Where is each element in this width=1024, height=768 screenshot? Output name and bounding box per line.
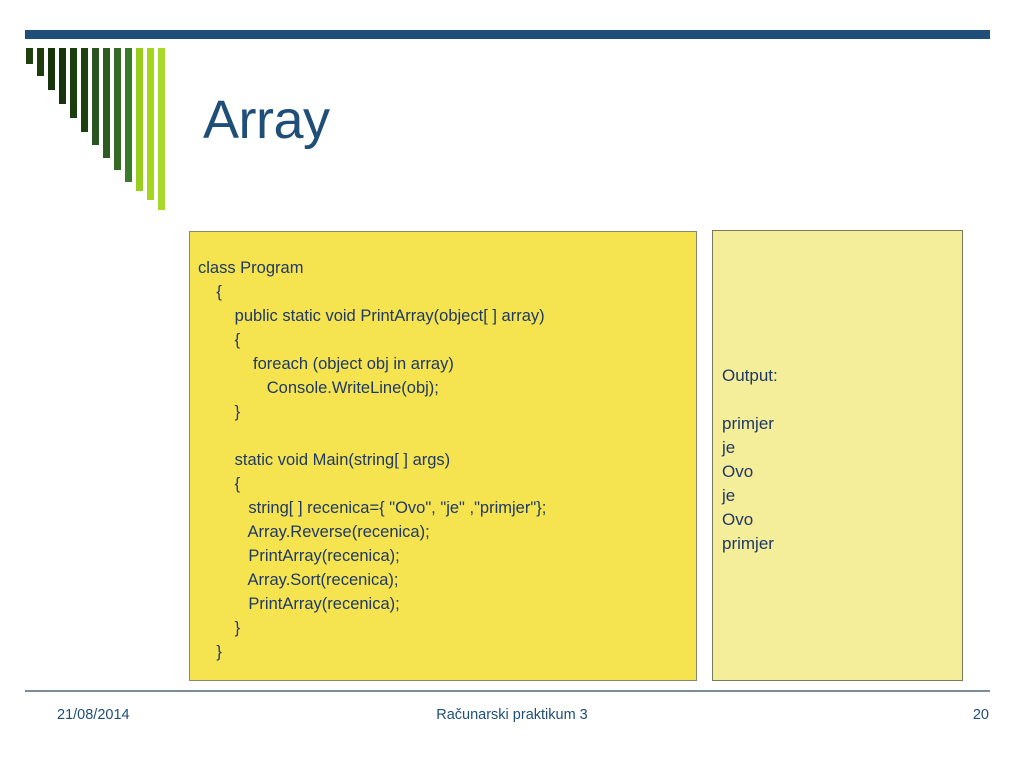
decorative-bar: [48, 48, 55, 90]
output-line: je: [722, 486, 736, 505]
decorative-bar: [158, 48, 165, 210]
decorative-bar: [125, 48, 132, 182]
decorative-bar: [103, 48, 110, 158]
decorative-bars-graphic: [26, 48, 176, 213]
code-line: {: [198, 283, 222, 301]
footer-date: 21/08/2014: [57, 707, 130, 723]
code-line: Console.WriteLine(obj);: [198, 379, 439, 397]
code-line: string[ ] recenica={ "Ovo", "je" ,"primj…: [198, 499, 547, 517]
page-title: Array: [203, 90, 330, 150]
code-line: public static void PrintArray(object[ ] …: [198, 307, 545, 325]
code-line: PrintArray(recenica);: [198, 595, 400, 613]
code-line: Array.Reverse(recenica);: [198, 523, 430, 541]
code-line: static void Main(string[ ] args): [198, 451, 451, 469]
output-line: Ovo: [722, 510, 754, 529]
output-line: primjer: [722, 414, 774, 433]
output-line: primjer: [722, 534, 774, 553]
code-line: class Program: [198, 259, 304, 277]
code-line: {: [198, 475, 241, 493]
code-panel: class Program { public static void Print…: [189, 231, 697, 681]
decorative-bar: [59, 48, 66, 104]
decorative-bar: [92, 48, 99, 145]
footer-page-number: 20: [972, 707, 989, 723]
decorative-bar: [70, 48, 77, 118]
output-line: Ovo: [722, 462, 754, 481]
header-accent-rule: [25, 30, 990, 39]
decorative-bar: [37, 48, 44, 76]
decorative-bar: [114, 48, 121, 170]
output-line: je: [722, 438, 736, 457]
code-line: Array.Sort(recenica);: [198, 571, 399, 589]
decorative-bar: [136, 48, 143, 191]
code-line: }: [198, 619, 241, 637]
code-block: class Program { public static void Print…: [198, 256, 692, 664]
code-line: {: [198, 331, 241, 349]
decorative-bar: [147, 48, 154, 200]
footer-course-name: Računarski praktikum 3: [436, 707, 588, 723]
code-line: }: [198, 643, 222, 661]
decorative-bar: [26, 48, 33, 64]
decorative-bar: [81, 48, 88, 132]
code-line: foreach (object obj in array): [198, 355, 454, 373]
footer-divider: [25, 690, 990, 692]
code-line: }: [198, 403, 241, 421]
output-label: Output:: [722, 366, 778, 385]
code-line: [198, 424, 692, 448]
code-line: PrintArray(recenica);: [198, 547, 400, 565]
